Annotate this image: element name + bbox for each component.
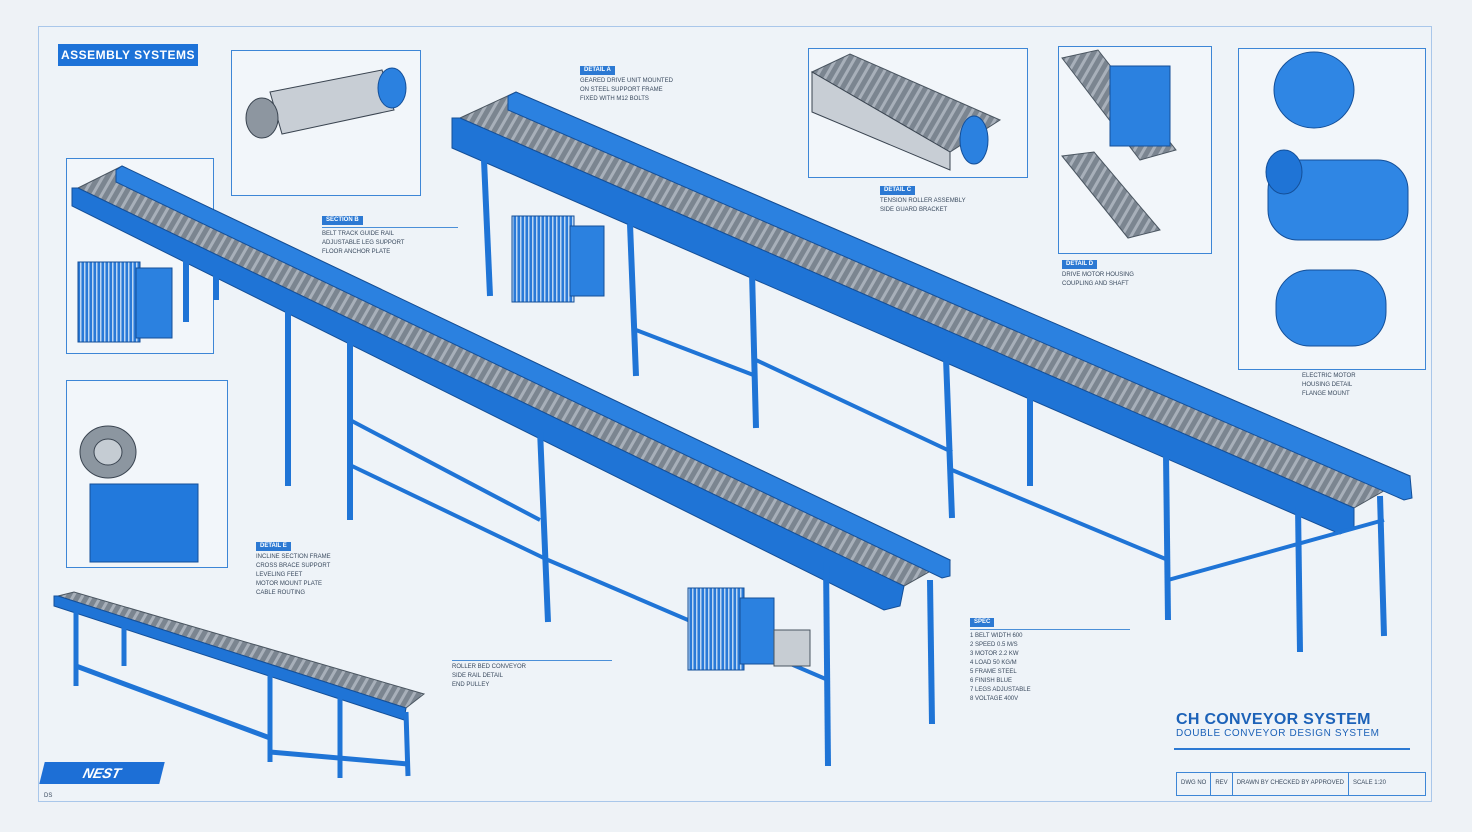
brand-logo: NEST: [39, 762, 165, 784]
note-line: ADJUSTABLE LEG SUPPORT: [322, 240, 405, 246]
note-line: 4 LOAD 50 KG/M: [970, 660, 1017, 666]
note-line: 5 FRAME STEEL: [970, 669, 1017, 675]
note-electric-motor: ELECTRIC MOTOR HOUSING DETAIL FLANGE MOU…: [1302, 372, 1412, 399]
note-line: 8 VOLTAGE 400V: [970, 696, 1019, 702]
assembly-systems-tag: ASSEMBLY SYSTEMS: [58, 44, 198, 66]
note-line: END PULLEY: [452, 682, 490, 688]
note-line: COUPLING AND SHAFT: [1062, 281, 1129, 287]
note-line: 7 LEGS ADJUSTABLE: [970, 687, 1031, 693]
inset-motors: [1265, 51, 1409, 347]
gearbox-left: [77, 261, 173, 343]
note-heading: DETAIL E: [256, 542, 291, 551]
title-block-table: DWG NO REV DRAWN BY CHECKED BY APPROVED …: [1176, 772, 1426, 796]
inset-tensioner: [1061, 49, 1177, 239]
note-line: FLOOR ANCHOR PLATE: [322, 249, 391, 255]
note-line: TENSION ROLLER ASSEMBLY: [880, 198, 966, 204]
motor-box-left: [79, 425, 199, 563]
note-line: DRIVE MOTOR HOUSING: [1062, 272, 1134, 278]
note-line: ON STEEL SUPPORT FRAME: [580, 87, 663, 93]
main-conveyor-center: [71, 165, 952, 767]
note-line: FIXED WITH M12 BOLTS: [580, 96, 649, 102]
title-block-cell: DRAWN BY CHECKED BY APPROVED: [1233, 773, 1349, 795]
note-heading: SECTION B: [322, 216, 363, 225]
note-line: 2 SPEED 0.5 M/S: [970, 642, 1018, 648]
note-line: 6 FINISH BLUE: [970, 678, 1013, 684]
note-roller-bed: ROLLER BED CONVEYOR SIDE RAIL DETAIL END…: [452, 660, 612, 690]
title-block-cell: SCALE 1:20: [1352, 780, 1386, 786]
note-heading: DETAIL A: [580, 66, 615, 75]
note-rule: [322, 227, 458, 228]
note-line: CROSS BRACE SUPPORT: [256, 563, 331, 569]
motor-unit-top: [511, 215, 605, 303]
note-rule: [452, 660, 612, 661]
note-detail-a: DETAIL A GEARED DRIVE UNIT MOUNTED ON ST…: [580, 66, 740, 104]
main-conveyor-right: [451, 91, 1413, 653]
note-rule: [970, 629, 1130, 630]
inset-drive-roller: [245, 67, 407, 139]
small-conveyor-bottom-left: [53, 591, 426, 778]
motor-unit-bottom: [687, 587, 811, 671]
note-line: HOUSING DETAIL: [1302, 382, 1353, 388]
drawing-subtitle: DOUBLE CONVEYOR DESIGN SYSTEM: [1176, 728, 1380, 739]
title-block-cell: REV: [1211, 773, 1233, 795]
note-line: LEVELING FEET: [256, 572, 303, 578]
note-line: ELECTRIC MOTOR: [1302, 373, 1356, 379]
note-heading: DETAIL C: [880, 186, 916, 195]
note-line: SIDE GUARD BRACKET: [880, 207, 948, 213]
note-line: ROLLER BED CONVEYOR: [452, 664, 527, 670]
note-detail-e: DETAIL E INCLINE SECTION FRAME CROSS BRA…: [256, 542, 416, 598]
note-line: BELT TRACK GUIDE RAIL: [322, 231, 395, 237]
drawing-title: CH CONVEYOR SYSTEM: [1176, 711, 1371, 728]
note-line: 3 MOTOR 2.2 KW: [970, 651, 1019, 657]
inset-pulley-belt: [810, 53, 1002, 171]
note-detail-c: DETAIL C TENSION ROLLER ASSEMBLY SIDE GU…: [880, 186, 1030, 215]
note-line: SIDE RAIL DETAIL: [452, 673, 504, 679]
note-line: CABLE ROUTING: [256, 590, 306, 596]
note-line: INCLINE SECTION FRAME: [256, 554, 331, 560]
note-spec-list: SPEC 1 BELT WIDTH 600 2 SPEED 0.5 M/S 3 …: [970, 618, 1130, 704]
title-block-cell: DWG NO: [1177, 773, 1212, 795]
note-line: MOTOR MOUNT PLATE: [256, 581, 323, 587]
note-heading: DETAIL D: [1062, 260, 1098, 269]
note-line: FLANGE MOUNT: [1302, 391, 1350, 397]
sheet-code: DS: [44, 793, 53, 799]
note-section-b: SECTION B BELT TRACK GUIDE RAIL ADJUSTAB…: [322, 216, 458, 257]
note-line: GEARED DRIVE UNIT MOUNTED: [580, 78, 673, 84]
note-heading: SPEC: [970, 618, 995, 627]
note-line: 1 BELT WIDTH 600: [970, 633, 1023, 639]
title-rule: [1174, 748, 1410, 750]
note-detail-d: DETAIL D DRIVE MOTOR HOUSING COUPLING AN…: [1062, 260, 1202, 289]
